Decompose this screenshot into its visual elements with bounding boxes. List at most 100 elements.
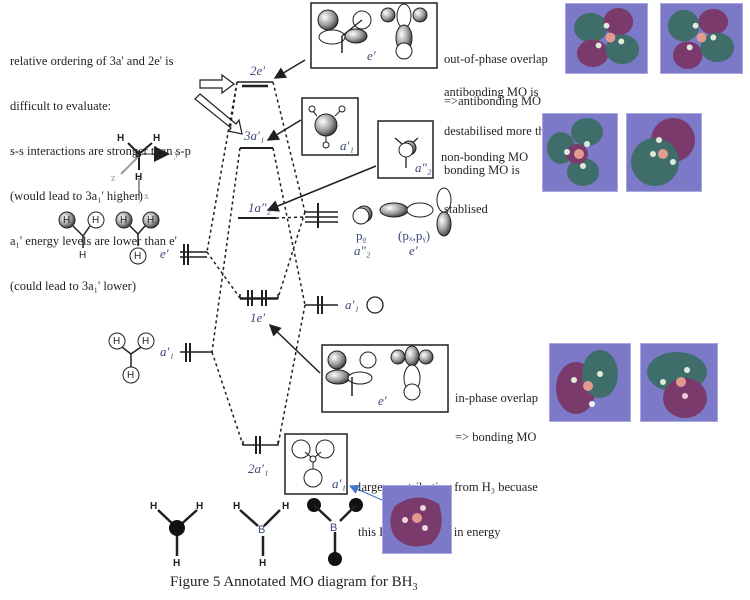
box-label-e-top: e′ [367,48,376,63]
label-b-s-sym: a′₁ [345,297,359,312]
h3-structure [157,509,198,556]
axis-x: x [144,191,149,202]
h-atom: H [147,215,155,226]
axis-b: B [135,149,142,159]
note-line: stablised [444,202,488,216]
arrow-to-1a2 [266,165,377,212]
mo-level-1e [239,290,279,306]
b-level-s [305,296,338,314]
label-h3-a1: a′₁ [160,344,174,359]
figure-caption: Figure 5 Annotated MO diagram for BH3 [170,574,417,593]
mo-render-1e-a [549,343,631,422]
h3-e-orbital-2 [115,211,160,265]
in-phase-note: in-phase overlap => bonding MO [455,366,538,457]
h-atom: H [282,501,290,512]
note-line: antibonding MO is [444,85,539,99]
label-b-pxpy-sym: e′ [409,243,418,258]
h3-a1-orbital [108,332,155,384]
note-line: difficult to evaluate: [10,99,112,113]
mo-render-1e-b [640,343,718,422]
h-atom: H [63,215,71,226]
note-line: => bonding MO [455,430,537,444]
bh3-structure [239,509,281,556]
non-bonding-note: non-bonding MO [441,150,529,164]
label-h3-e: e′ [160,246,169,261]
h-atom: H [79,250,87,261]
mo-level-2e [237,81,273,88]
note-line: s-s interactions are stronger than s-p [10,144,191,158]
label-1a2: 1a″₂ [248,200,271,215]
b-level-p [305,203,338,228]
h-atom: H [233,501,241,512]
out-of-phase-note: out-of-phase overlap =>antibonding MO [444,24,548,122]
mo-render-a2-b [626,113,702,192]
box-label-a1-bottom: a′₁ [332,476,346,491]
b-pxpy-orbital [379,187,452,237]
caption-subscript: 3 [412,582,418,593]
note-line: out-of-phase overlap [444,52,548,66]
box-label-e-bottom: e′ [378,393,387,408]
h-atom: H [259,558,267,569]
axis-y: y [174,149,179,160]
arrow-to-3a1 [266,119,302,141]
h-atom: H [196,501,204,512]
b-h-fragment-structure [307,498,363,566]
label-2e: 2e′ [250,63,266,78]
note-line: in-phase overlap [455,391,538,405]
arrow-to-1e [268,323,321,374]
hollow-arrow-to-2e [199,73,235,95]
caption-text: Figure 5 Annotated MO diagram for BH [170,574,413,590]
b-pz-orbital [352,205,373,225]
h-atom: H [142,336,150,347]
note-line: relative ordering of 3a' and 2e' is [10,54,174,68]
h-atom: H [127,370,135,381]
orbital-box-2a1 [284,433,348,495]
h3-level-e [180,244,207,265]
label-b-pxpy: (pₓ,pᵧ) [398,228,431,243]
note-line: (could lead to 3a₁' lower) [10,279,137,293]
bh3-axes [120,142,170,200]
arrow-to-2e [273,59,306,79]
orbital-box-3a1 [301,97,359,156]
label-3a1: 3a′₁ [244,128,265,143]
h-atom: H [134,251,142,262]
correlation-lines [206,81,306,446]
axis-h-bottom: H [135,172,143,183]
ordering-note: relative ordering of 3a' and 2e' is diff… [10,24,191,309]
note-line: (would lead to 3a₁' higher) [10,189,143,203]
antibonding-note: antibonding MO is destabilised more than… [444,60,556,229]
h-atom: H [173,558,181,569]
label-1e: 1e′ [250,310,266,325]
axis-h-right: H [153,133,161,144]
h-atom: H [120,215,128,226]
note-line: destabilised more than [444,124,557,138]
orbital-box-2e [310,2,438,69]
note-line: bonding MO is [444,163,520,177]
mo-render-2a1 [382,485,452,554]
label-2a1: 2a′₁ [248,461,269,476]
box-label-a2: a″₂ [415,160,432,175]
axis-h-left: H [117,133,125,144]
note-line: a₁' energy levels are lower than e' [10,234,177,248]
mo-render-2e-b [660,3,743,74]
label-b-pz: pᵨ [356,228,367,243]
box-label-a1: a′₁ [340,138,354,153]
mo-render-2e-a [565,3,648,74]
b-s-orbital [366,296,384,314]
orbital-box-a2 [377,120,434,179]
arrow-blue-annotation [348,484,383,501]
h3-level-a1 [180,343,212,362]
note-line: =>antibonding MO [444,94,542,108]
orbital-box-1e [321,344,449,413]
h-atom: H [150,501,158,512]
h-atom: H [92,215,100,226]
axis-z: z [111,173,116,184]
h3-e-orbital-1 [58,211,105,248]
label-b-pz-sym: a″₂ [354,243,371,258]
mo-level-2a1 [242,436,279,454]
b-atom: B [258,524,266,536]
h-atom: H [113,336,121,347]
b-atom: B [330,522,338,534]
mo-render-a2-a [542,113,618,192]
